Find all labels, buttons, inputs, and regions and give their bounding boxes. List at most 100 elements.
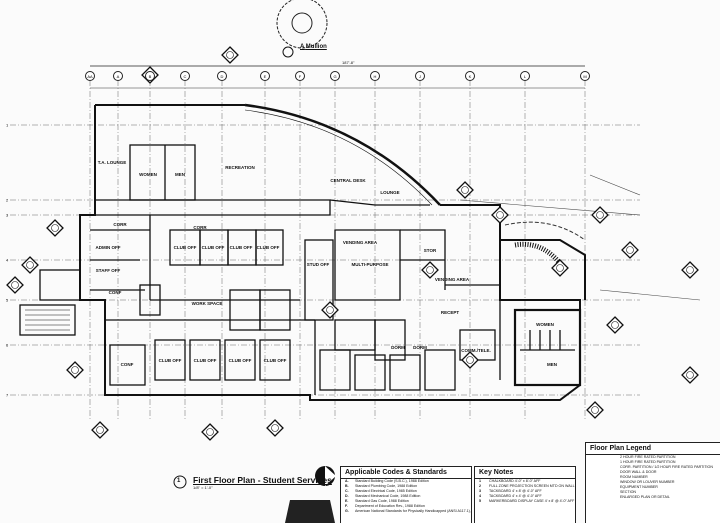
section-marker-icon [591,206,609,224]
grid-bubble-label: D [221,74,224,79]
room-label: CLUB OFF [193,358,217,363]
item-text: CORR. PARTITION / 1/2 HOUR FIRE RATED PA… [620,465,713,469]
grid-bubble [145,71,155,81]
grid-bubble-label: AA [87,74,93,79]
grid-bubble [85,71,95,81]
list-item: D. Standard Mechanical Code, 1988 Edition [341,494,471,499]
item-text: MARKERBOARD DISPLAY CASE 4' x 8' @ 4'-0"… [489,499,575,503]
item-text: ENLARGED PLAN OR DETAIL [620,495,670,499]
grid-bubble-label: A [117,74,120,79]
grid-bubble-label: E [264,74,267,79]
section-marker-icon [421,261,439,279]
grid-bubble [260,71,270,81]
key-notes-heading: Key Notes [475,467,575,479]
grid-bubble [113,71,123,81]
detail-bubble [282,46,294,58]
room-label: DORM [413,345,427,350]
item-text: Standard Plumbing Code, 1988 Edition [355,484,418,488]
item-text: TACKBOARD 4' x 8' @ 4'-0" AFF [489,489,542,493]
section-markers [6,46,699,441]
item-key: 1 [479,479,481,483]
grid-bubble [415,71,425,81]
room-label: CLUB OFF [229,245,253,250]
grid-bubble-label: B [149,74,152,79]
item-key: E. [345,499,349,503]
grid-row-label: 7 [6,393,9,398]
section-marker-icon [681,366,699,384]
list-item: E.Standard Gas Code, 1988 Edition [341,499,471,504]
room-label: MULTI-PURPOSE [351,262,389,267]
room-label: ADMIN OFF [95,245,121,250]
list-item: 2 HOUR FIRE RATED PARTITION [616,455,720,460]
item-text: Department of Education Rev., 1988 Editi… [355,504,425,508]
item-text: FULL ZONE PROJECTION SCREEN MTD ON WALL … [489,484,575,488]
codes-heading: Applicable Codes & Standards [341,467,471,479]
grid-bubble [520,71,530,81]
site-key-plan [285,500,335,523]
item-key: G. [345,509,349,513]
section-marker-icon [221,46,239,64]
room-label: STUD OFF [306,262,330,267]
list-item: B. Standard Plumbing Code, 1988 Edition [341,484,471,489]
item-text: WINDOW OR LOUVER NUMBER [620,480,675,484]
list-item: 1 HOUR FIRE RATED PARTITION [616,460,720,465]
room-label: MEN [547,362,557,367]
room-label: WORK SPACE [191,301,223,306]
room-label: COMM./TELE. [461,348,491,353]
drawing-title: First Floor Plan - Student Services [193,475,332,485]
room-label: WOMEN [536,322,554,327]
section-marker-icon [66,361,84,379]
item-text: American National Standards for Physical… [355,509,471,513]
item-key: D. [345,494,349,498]
codes-standards-box: Applicable Codes & Standards A.Standard … [340,466,472,523]
mullion-detail-circle [276,0,328,49]
item-key: 5 [479,499,481,503]
section-marker-icon [456,181,474,199]
site-lines [459,174,701,301]
room-label: CENTRAL DESK [330,178,366,183]
grid-bubble-label: C [184,74,187,79]
grid-bubble-label: F [299,74,302,79]
list-item: ROOM NUMBER [616,475,720,480]
room-label: CLUB OFF [256,245,280,250]
grid-bubble-label: L [524,74,527,79]
list-item: EQUIPMENT NUMBER [616,485,720,490]
room-label: LOUNGE [380,190,400,195]
section-marker-icon [491,206,509,224]
curved-wall-inner [244,109,433,206]
detail-letter: A [300,44,305,50]
section-marker-icon [201,423,219,441]
list-item: WINDOW OR LOUVER NUMBER [616,480,720,485]
grid-row-label: 3 [6,213,9,218]
item-text: ROOM NUMBER [620,475,648,479]
drawing-scale: 1/8" = 1'-0" [193,485,213,490]
curved-wall [244,103,441,206]
exterior-walls [79,104,586,401]
room-label: STOR [423,248,437,253]
room-label: T.A. LOUNGE [97,160,127,165]
item-text: Standard Building Code (S.B.C.), 1988 Ed… [355,479,429,483]
grid-bubble [295,71,305,81]
item-key: 4 [479,494,481,498]
grid-bubble [370,71,380,81]
room-label: CLUB OFF [158,358,182,363]
item-key: F. [345,504,348,508]
item-key: B. [345,484,349,488]
item-text: Standard Electrical Code, 1985 Edition [355,489,417,493]
grid-bubble [330,71,340,81]
item-text: Standard Mechanical Code, 1988 Edition [355,494,421,498]
grid-bubble [580,71,590,81]
grid-row-label: 4 [6,258,9,263]
item-text: 1 HOUR FIRE RATED PARTITION [620,460,676,464]
section-marker-icon [586,401,604,419]
canopy-outline [504,221,586,241]
room-label: VENDING AREA [342,240,378,245]
grid-bubble-label: G [333,74,336,79]
list-item: DOOR WALL & DOOR [616,470,720,475]
item-text: EQUIPMENT NUMBER [620,485,658,489]
room-label: CLUB OFF [173,245,197,250]
floor-plan-legend-box: Floor Plan Legend 2 HOUR FIRE RATED PART… [585,442,720,523]
